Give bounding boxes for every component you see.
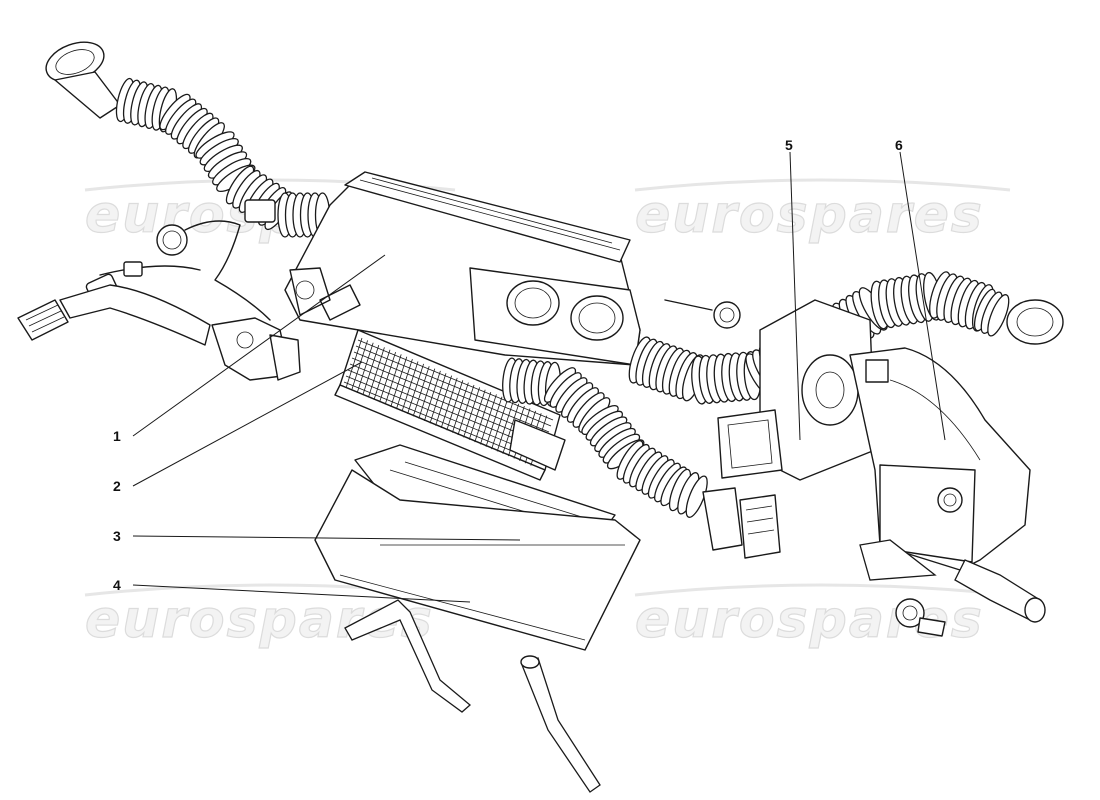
callout-3: 3 (113, 528, 121, 544)
callout-4: 4 (113, 577, 121, 593)
watermark-text-top-right: eurospares (635, 185, 984, 245)
drain-pipes (344, 599, 601, 793)
blower-housing-scroll (849, 347, 1046, 623)
leader-lines (132, 151, 946, 603)
corrugated-hose-right (973, 288, 1064, 345)
callout-1: 1 (113, 428, 121, 444)
water-valve-assembly (59, 284, 301, 381)
heater-base-tray (314, 444, 641, 651)
heater-box-housing (284, 171, 641, 366)
temperature-sensor (895, 598, 946, 637)
corrugated-hose-left (45, 41, 331, 238)
air-vent-small (17, 299, 69, 341)
callout-5: 5 (785, 137, 793, 153)
heater-matrix-radiator (334, 329, 566, 481)
callout-labels: 1 2 3 4 5 6 (113, 137, 903, 593)
callout-6: 6 (895, 137, 903, 153)
callout-2: 2 (113, 478, 121, 494)
